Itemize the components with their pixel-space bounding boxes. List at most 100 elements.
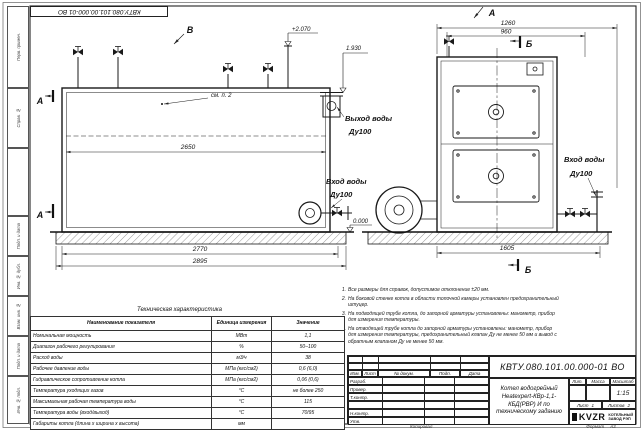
lit-label: Лит. [569,378,586,385]
dim-1605: 1605 [500,245,515,252]
margin-cell: Подп. и дата [7,216,29,256]
spec-cell: 70/95 [271,407,345,419]
change-row [348,356,489,363]
signer-row: Н.контр. [348,409,489,417]
upper-door [452,85,540,139]
margin-cell: Инв. № подл. [7,376,29,424]
product-name: Котел водогрейный Heatexpert-КВр-1,1-КБД… [496,385,562,416]
grid-line [378,356,379,370]
doc-number-cell: КВТУ.080.101.00.000-01 ВО [489,356,636,378]
margin-cell: Справ. № [7,88,29,148]
spec-cell: °С [211,385,272,397]
spec-cell: Расход воды [30,352,212,364]
mass-label: Масса [586,378,610,385]
dim-2895: 2895 [192,258,208,265]
pump-assembly [298,201,352,225]
section-a-marks [45,90,55,218]
product-name-cell: Котел водогрейный Heatexpert-КВр-1,1-КБД… [489,378,569,425]
spec-cell: МВт [211,330,272,342]
dim-960: 960 [501,29,512,36]
margin-cell: Инв. № дубл. [7,256,29,296]
dim-1260: 1260 [501,20,516,27]
margin-cell: Взам. инв. № [7,296,29,336]
section-b-marks [508,36,522,271]
grid-line [454,377,455,425]
spec-cell: мм [211,418,272,430]
signer-row: Разраб. [348,377,489,385]
scale-value: 1:15 [616,389,630,397]
spec-header-row: Наименование показателя Единица измерени… [30,316,345,331]
control-box [526,62,544,76]
spec-cell: не более 250 [271,385,345,397]
spec-cell: Температура воды (вход/выход) [30,407,212,419]
view-v-arrow [173,33,185,45]
spec-cell: Габариты котла (длина х ширина х высота) [30,418,212,430]
front-foundation [367,231,609,245]
view-v-letter: В [187,25,194,35]
kvzr-logo-text: KVZR [578,412,606,422]
col-podp: Подп. [430,370,460,377]
company-cell: KVZR КОТЕЛЬНЫЙ ЗАВОД РЭП [569,409,636,425]
inlet-leader-side [330,198,343,209]
grid-line [362,356,363,370]
col-ndocum: № докум. [378,370,430,377]
front-dimensions [436,24,618,258]
company-name: КОТЕЛЬНЫЙ ЗАВОД РЭП [608,412,634,421]
spec-cell [271,418,345,430]
section-a-letter-top: А [36,96,44,106]
side-view [45,32,372,270]
inlet-side-label: Вход воды [326,177,367,186]
signer-row [348,401,489,409]
elev-top-label: +2.070 [292,27,311,33]
see-note-leader [161,97,209,105]
spec-cell: % [211,341,272,353]
scale-label: Масштаб [610,378,636,385]
spec-cell: Максимальная рабочая температура воды [30,396,212,408]
inlet-front-dn-label: Ду100 [569,169,593,178]
spec-row: Габариты котла (длина х ширина х высота)… [30,418,345,430]
view-a-arrow [473,6,484,19]
scale-value-cell: 1:15 [610,385,636,401]
spec-cell: 38 [271,352,345,364]
margin-stamp-column: Перв. примен. Справ. № Подп. и дата Инв.… [7,6,29,424]
burner [375,186,437,234]
signer-row: Утв. [348,417,489,425]
view-a-letter: А [488,8,496,18]
lower-door [452,149,540,203]
title-block: Изм. Лист № докум. Подп. Дата Разраб. Пр… [347,355,636,425]
grid-line [424,377,425,425]
change-row [348,363,489,370]
col-izm: Изм. [348,370,362,377]
spec-header-name: Наименование показателя [30,316,212,331]
grid-line [430,356,431,370]
elev-outlet-label: 1.930 [346,46,362,52]
spec-row: Диапазон рабочего регулирования%50–100 [30,341,345,353]
water-outlet-assembly [320,92,343,118]
signer-row: Провер. [348,385,489,393]
outlet-label: Выход воды [345,114,393,123]
inlet-leader-front [587,177,597,197]
grid-line [382,377,383,425]
outlet-leader [336,106,345,118]
notes-block: 1.Все размеры для справок, допустимое от… [338,287,560,347]
dim-2770: 2770 [192,246,208,253]
spec-cell: Рабочее давление воды [30,363,212,375]
elev-zero-label: 0.000 [353,219,369,225]
spec-cell: 0,06 (0,6) [271,374,345,386]
spec-table-title: Техническая характеристика [137,307,222,313]
front-view [362,6,618,271]
doc-number: КВТУ.080.101.00.000-01 ВО [500,362,625,372]
margin-cell [7,148,29,216]
kvzr-logo-icon [571,413,577,421]
spec-cell: Номинальная мощность [30,330,212,342]
signer-row: Т.контр. [348,393,489,401]
